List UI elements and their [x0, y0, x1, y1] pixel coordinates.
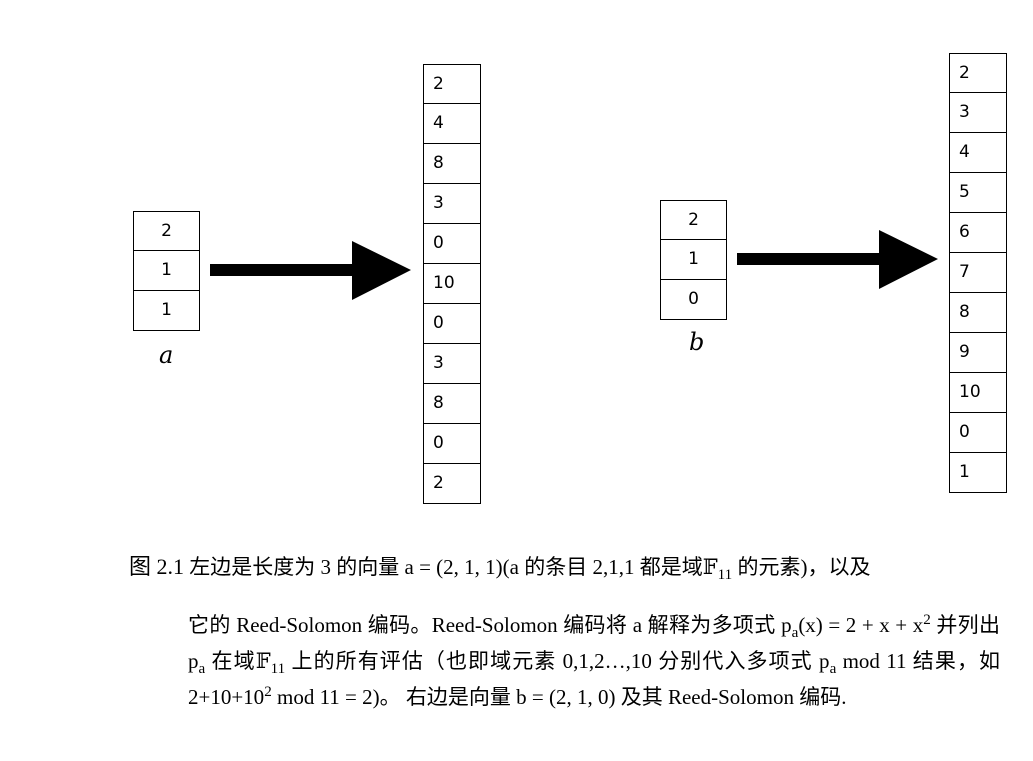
vector-cell: 3 — [949, 93, 1007, 133]
vector-cell: 1 — [133, 291, 200, 331]
vector-cell: 4 — [423, 104, 481, 144]
vector-cell: 10 — [423, 264, 481, 304]
arrow-a-icon — [210, 241, 411, 300]
vector-cell: 5 — [949, 173, 1007, 213]
caption-text: mod 11 结果，如 2+10+10 — [188, 649, 1001, 709]
vector-cell: 2 — [133, 211, 200, 251]
vector-cell: 0 — [423, 304, 481, 344]
vector-cell: 0 — [423, 424, 481, 464]
caption-text: (x) = 2 + x + x — [798, 613, 924, 637]
vector-cell: 2 — [660, 200, 727, 240]
caption-text: 的元素)，以及 — [732, 555, 871, 579]
vector-cell: 2 — [949, 53, 1007, 93]
vector-cell: 2 — [423, 64, 481, 104]
vector-cell: 8 — [423, 384, 481, 424]
vector-cell: 0 — [660, 280, 727, 320]
vector-a-label: a — [159, 341, 174, 369]
caption-text: 左边是长度为 3 的向量 a = (2, 1, 1)(a 的条目 2,1,1 都… — [184, 555, 703, 579]
field-subscript: 11 — [717, 567, 733, 584]
vector-b-label: b — [689, 328, 705, 356]
vector-cell: 1 — [133, 251, 200, 291]
vector-cell: 1 — [660, 240, 727, 280]
poly-subscript: a — [791, 625, 799, 642]
vector-cell: 1 — [949, 453, 1007, 493]
figure-caption-first-line: 图 2.1 左边是长度为 3 的向量 a = (2, 1, 1)(a 的条目 2… — [129, 549, 1009, 584]
arrow-b-icon — [737, 230, 938, 289]
vector-cell: 0 — [423, 224, 481, 264]
figure-caption-body: 它的 Reed-Solomon 编码。Reed-Solomon 编码将 a 解释… — [188, 607, 1000, 715]
caption-text: 并列出 p — [188, 613, 1000, 673]
vector-cell: 4 — [949, 133, 1007, 173]
vector-cell: 2 — [423, 464, 481, 504]
caption-text: 它的 Reed-Solomon 编码。Reed-Solomon 编码将 a 解释… — [188, 613, 792, 637]
vector-cell: 9 — [949, 333, 1007, 373]
superscript: 2 — [264, 684, 272, 700]
vector-cell: 7 — [949, 253, 1007, 293]
figure-number: 图 2.1 — [129, 554, 185, 579]
vector-cell: 8 — [949, 293, 1007, 333]
field-subscript: 11 — [270, 661, 286, 678]
caption-text: 在域 — [205, 649, 256, 673]
field-symbol: 𝔽 — [255, 649, 271, 673]
caption-text: 上的所有评估（也即域元素 0,1,2…,10 分别代入多项式 p — [285, 649, 830, 673]
vector-cell: 8 — [423, 144, 481, 184]
vector-cell: 6 — [949, 213, 1007, 253]
vector-cell: 10 — [949, 373, 1007, 413]
superscript: 2 — [923, 612, 931, 628]
poly-subscript: a — [198, 661, 206, 678]
caption-text: mod 11 = 2)。 右边是向量 b = (2, 1, 0) 及其 Reed… — [271, 685, 847, 709]
poly-subscript: a — [829, 661, 837, 678]
vector-cell: 0 — [949, 413, 1007, 453]
vector-cell: 3 — [423, 344, 481, 384]
field-symbol: 𝔽 — [702, 555, 718, 579]
vector-cell: 3 — [423, 184, 481, 224]
